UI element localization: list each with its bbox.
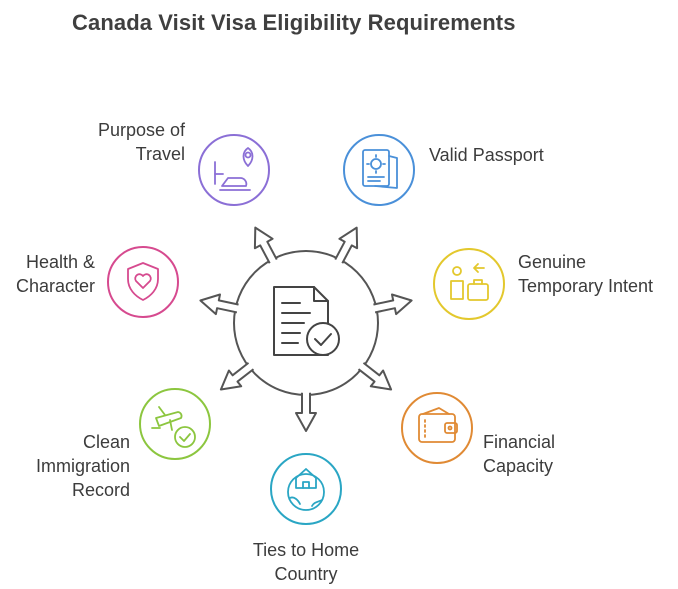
- label-line: Ties to Home: [252, 540, 360, 560]
- label-financial-capacity: Financial Capacity: [483, 430, 555, 478]
- node-health-character: [107, 246, 179, 318]
- passport-icon: [362, 149, 398, 189]
- wallet-icon: [418, 407, 458, 443]
- label-line: Valid Passport: [429, 145, 544, 165]
- label-line: Country: [274, 564, 338, 584]
- label-line: Genuine: [518, 252, 587, 272]
- label-genuine-temporary-intent: Genuine Temporary Intent: [518, 250, 653, 298]
- label-valid-passport: Valid Passport: [429, 143, 544, 167]
- label-line: Record: [71, 480, 130, 500]
- traveler-luggage-icon: [450, 263, 489, 301]
- label-line: Financial: [483, 432, 556, 452]
- label-health-character: Health & Character: [0, 250, 95, 298]
- node-genuine-temporary-intent: [433, 248, 505, 320]
- label-line: Travel: [135, 144, 185, 164]
- page-title: Canada Visit Visa Eligibility Requiremen…: [72, 10, 516, 35]
- node-purpose-of-travel: [198, 134, 270, 206]
- label-line: Character: [15, 276, 95, 296]
- hub-arrow: [295, 388, 317, 432]
- node-financial-capacity: [401, 392, 473, 464]
- document-check-icon: [273, 286, 340, 356]
- hub-arrow: [368, 293, 413, 316]
- label-line: Immigration: [35, 456, 130, 476]
- label-ties-to-home-country: Ties to Home Country: [226, 538, 386, 586]
- heart-shield-icon: [127, 262, 159, 301]
- plane-check-icon: [151, 406, 196, 448]
- hub-arrow: [332, 226, 359, 268]
- hub-arrow: [253, 226, 280, 268]
- label-line: Capacity: [483, 456, 554, 476]
- node-valid-passport: [343, 134, 415, 206]
- label-line: Clean: [82, 432, 130, 452]
- home-globe-icon: [287, 468, 325, 511]
- label-line: Temporary Intent: [518, 276, 654, 296]
- label-line: Health &: [25, 252, 95, 272]
- hub-arrow: [354, 359, 393, 391]
- label-line: Purpose of: [97, 120, 185, 140]
- node-clean-immigration-record: [139, 388, 211, 460]
- map-pin-train-icon: [214, 147, 254, 191]
- hub-arrows: [199, 226, 413, 432]
- label-purpose-of-travel: Purpose of Travel: [60, 118, 185, 166]
- label-clean-immigration-record: Clean Immigration Record: [10, 430, 130, 502]
- hub-arrow: [219, 359, 258, 391]
- hub-arrow: [199, 293, 244, 316]
- node-ties-to-home-country: [270, 453, 342, 525]
